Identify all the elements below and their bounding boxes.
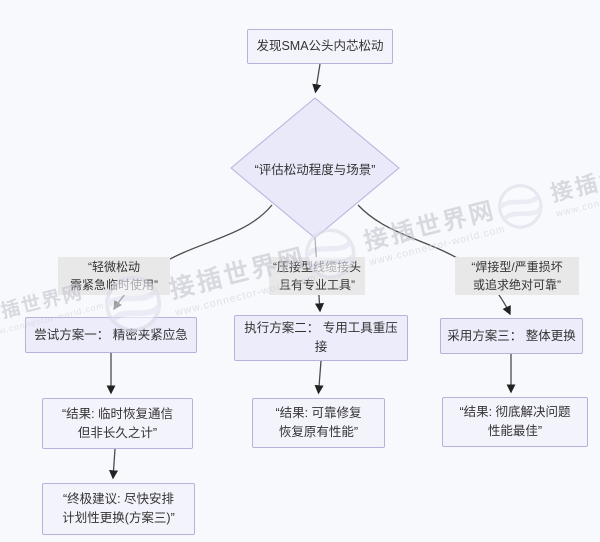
node-plan3-label: 采用方案三： 整体更换 <box>447 328 576 343</box>
node-result1: “结果: 临时恢复通信 但非长久之计” <box>42 398 193 449</box>
node-result3: “结果: 彻底解决问题 性能最佳” <box>442 397 588 447</box>
node-result3-line1: “结果: 彻底解决问题 <box>459 405 571 420</box>
node-plan3: 采用方案三： 整体更换 <box>440 318 583 354</box>
node-plan1: 尝试方案一： 精密夹紧应急 <box>25 317 197 353</box>
node-start: 发现SMA公头内芯松动 <box>247 29 393 64</box>
node-plan2: 执行方案二： 专用工具重压 接 <box>234 315 408 361</box>
node-decision-label: “评估松动程度与场景” <box>243 140 387 196</box>
node-result1-line1: “结果: 临时恢复通信 <box>61 406 174 421</box>
node-result1-line2: 但非长久之计” <box>77 425 158 440</box>
node-advice-line1: “终极建议: 尽快安排 <box>62 492 175 507</box>
node-plan2-line1: 执行方案二： 专用工具重压 <box>244 321 398 336</box>
node-advice-line2: 计划性更换(方案三)” <box>62 511 175 525</box>
node-plan2-line2: 接 <box>314 340 328 354</box>
node-result2: “结果: 可靠修复 恢复原有性能” <box>252 398 385 448</box>
node-advice: “终极建议: 尽快安排 计划性更换(方案三)” <box>42 483 195 535</box>
node-plan1-label: 尝试方案一： 精密夹紧应急 <box>34 327 188 342</box>
branch-label-left: “轻微松动 需紧急临时使用” <box>58 257 170 295</box>
branch-label-right: “焊接型/严重损坏 或追求绝对可靠” <box>455 257 579 295</box>
branch-label-middle-line2: 且有专业工具” <box>279 278 355 292</box>
edge-result1-advice <box>108 448 119 480</box>
edge-plan2-result2 <box>314 360 324 395</box>
node-result2-line1: “结果: 可靠修复 <box>275 406 362 421</box>
node-result3-line2: 性能最佳” <box>487 424 543 438</box>
branch-label-middle: “压接型线缆接头 且有专业工具” <box>269 257 365 295</box>
decision-label-text: “评估松动程度与场景” <box>254 162 376 177</box>
branch-label-left-line1: “轻微松动 <box>88 260 140 274</box>
branch-label-left-line2: 需紧急临时使用” <box>70 278 158 292</box>
branch-label-right-line2: 或追求绝对可靠” <box>473 278 561 292</box>
node-result2-line2: 恢复原有性能” <box>278 425 359 439</box>
edge-start-decision <box>312 63 322 94</box>
branch-label-right-line1: “焊接型/严重损坏 <box>471 260 563 274</box>
node-start-label: 发现SMA公头内芯松动 <box>256 39 384 54</box>
branch-label-middle-line1: “压接型线缆接头 <box>273 260 361 274</box>
